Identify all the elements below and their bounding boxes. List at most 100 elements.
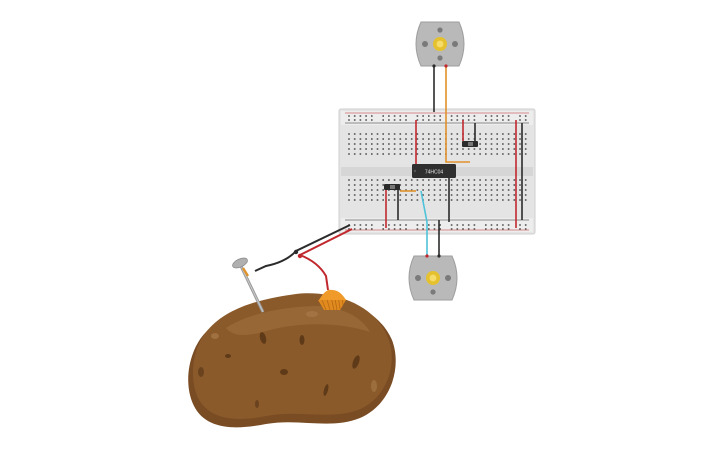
- breadboard-hole[interactable]: [416, 179, 419, 181]
- breadboard-hole[interactable]: [422, 138, 424, 140]
- breadboard-hole[interactable]: [399, 228, 402, 230]
- breadboard-hole[interactable]: [382, 115, 384, 117]
- breadboard-hole[interactable]: [428, 148, 430, 150]
- breadboard-hole[interactable]: [473, 119, 476, 121]
- breadboard-hole[interactable]: [502, 194, 504, 196]
- breadboard-hole[interactable]: [490, 194, 493, 196]
- breadboard-hole[interactable]: [439, 119, 441, 121]
- breadboard-hole[interactable]: [365, 133, 367, 135]
- breadboard-hole[interactable]: [485, 143, 487, 145]
- breadboard-hole[interactable]: [416, 194, 419, 196]
- breadboard-hole[interactable]: [502, 143, 504, 145]
- breadboard-hole[interactable]: [456, 119, 459, 121]
- breadboard-hole[interactable]: [450, 119, 453, 121]
- breadboard-hole[interactable]: [410, 153, 413, 155]
- breadboard-hole[interactable]: [496, 119, 498, 121]
- breadboard-hole[interactable]: [371, 143, 373, 145]
- breadboard-hole[interactable]: [371, 179, 373, 181]
- breadboard-hole[interactable]: [371, 194, 373, 196]
- breadboard-hole[interactable]: [353, 228, 356, 230]
- breadboard-hole[interactable]: [348, 184, 350, 186]
- breadboard-hole[interactable]: [371, 119, 373, 121]
- breadboard-hole[interactable]: [507, 179, 510, 181]
- breadboard-hole[interactable]: [422, 224, 424, 226]
- breadboard-hole[interactable]: [445, 199, 447, 201]
- breadboard-hole[interactable]: [502, 148, 504, 150]
- breadboard-hole[interactable]: [473, 189, 476, 191]
- breadboard-hole[interactable]: [473, 199, 476, 201]
- breadboard-hole[interactable]: [524, 184, 527, 186]
- breadboard-hole[interactable]: [376, 189, 379, 191]
- breadboard-hole[interactable]: [479, 199, 481, 201]
- breadboard-hole[interactable]: [507, 115, 510, 117]
- breadboard-hole[interactable]: [393, 148, 396, 150]
- breadboard-hole[interactable]: [359, 133, 362, 135]
- breadboard-hole[interactable]: [416, 224, 419, 226]
- breadboard-hole[interactable]: [496, 138, 498, 140]
- breadboard-holes[interactable]: [348, 115, 527, 230]
- breadboard-hole[interactable]: [393, 119, 396, 121]
- breadboard-hole[interactable]: [507, 133, 510, 135]
- breadboard-hole[interactable]: [382, 179, 384, 181]
- breadboard-hole[interactable]: [445, 194, 447, 196]
- breadboard-hole[interactable]: [502, 133, 504, 135]
- breadboard-hole[interactable]: [371, 189, 373, 191]
- breadboard-hole[interactable]: [416, 115, 419, 117]
- breadboard-hole[interactable]: [450, 143, 453, 145]
- dc-motor-bottom[interactable]: [408, 255, 458, 301]
- breadboard-hole[interactable]: [416, 148, 419, 150]
- breadboard-hole[interactable]: [496, 194, 498, 196]
- breadboard-hole[interactable]: [524, 228, 527, 230]
- breadboard-hole[interactable]: [450, 184, 453, 186]
- breadboard-hole[interactable]: [456, 153, 459, 155]
- battery-lead-positive[interactable]: [297, 228, 353, 291]
- breadboard-hole[interactable]: [513, 153, 516, 155]
- breadboard-hole[interactable]: [496, 115, 498, 117]
- breadboard-hole[interactable]: [450, 148, 453, 150]
- breadboard-hole[interactable]: [353, 194, 356, 196]
- breadboard-hole[interactable]: [507, 184, 510, 186]
- breadboard-hole[interactable]: [405, 119, 407, 121]
- breadboard-hole[interactable]: [507, 153, 510, 155]
- breadboard-hole[interactable]: [479, 189, 481, 191]
- breadboard-hole[interactable]: [479, 143, 481, 145]
- breadboard-hole[interactable]: [365, 224, 367, 226]
- breadboard-hole[interactable]: [405, 228, 407, 230]
- breadboard-hole[interactable]: [473, 153, 476, 155]
- breadboard-hole[interactable]: [479, 184, 481, 186]
- breadboard-hole[interactable]: [428, 184, 430, 186]
- breadboard-hole[interactable]: [513, 148, 516, 150]
- breadboard-hole[interactable]: [496, 179, 498, 181]
- breadboard-hole[interactable]: [410, 184, 413, 186]
- breadboard-hole[interactable]: [519, 143, 521, 145]
- breadboard-hole[interactable]: [376, 148, 379, 150]
- breadboard-hole[interactable]: [399, 194, 402, 196]
- breadboard-hole[interactable]: [439, 224, 441, 226]
- breadboard-hole[interactable]: [405, 115, 407, 117]
- breadboard-hole[interactable]: [353, 224, 356, 226]
- breadboard-hole[interactable]: [462, 228, 464, 230]
- breadboard-hole[interactable]: [450, 199, 453, 201]
- breadboard-hole[interactable]: [524, 148, 527, 150]
- breadboard-hole[interactable]: [353, 153, 356, 155]
- breadboard-hole[interactable]: [388, 148, 390, 150]
- breadboard-hole[interactable]: [359, 199, 362, 201]
- breadboard-hole[interactable]: [485, 199, 487, 201]
- breadboard-hole[interactable]: [365, 148, 367, 150]
- breadboard-hole[interactable]: [456, 138, 459, 140]
- breadboard-hole[interactable]: [353, 148, 356, 150]
- breadboard-hole[interactable]: [428, 228, 430, 230]
- breadboard-hole[interactable]: [428, 189, 430, 191]
- breadboard-hole[interactable]: [439, 153, 441, 155]
- breadboard-hole[interactable]: [519, 228, 521, 230]
- breadboard-hole[interactable]: [393, 115, 396, 117]
- breadboard-hole[interactable]: [410, 199, 413, 201]
- breadboard-hole[interactable]: [416, 199, 419, 201]
- breadboard-hole[interactable]: [456, 194, 459, 196]
- breadboard-hole[interactable]: [433, 138, 436, 140]
- breadboard-hole[interactable]: [519, 115, 521, 117]
- breadboard-hole[interactable]: [399, 224, 402, 226]
- breadboard-hole[interactable]: [353, 184, 356, 186]
- breadboard-hole[interactable]: [433, 179, 436, 181]
- breadboard-hole[interactable]: [519, 119, 521, 121]
